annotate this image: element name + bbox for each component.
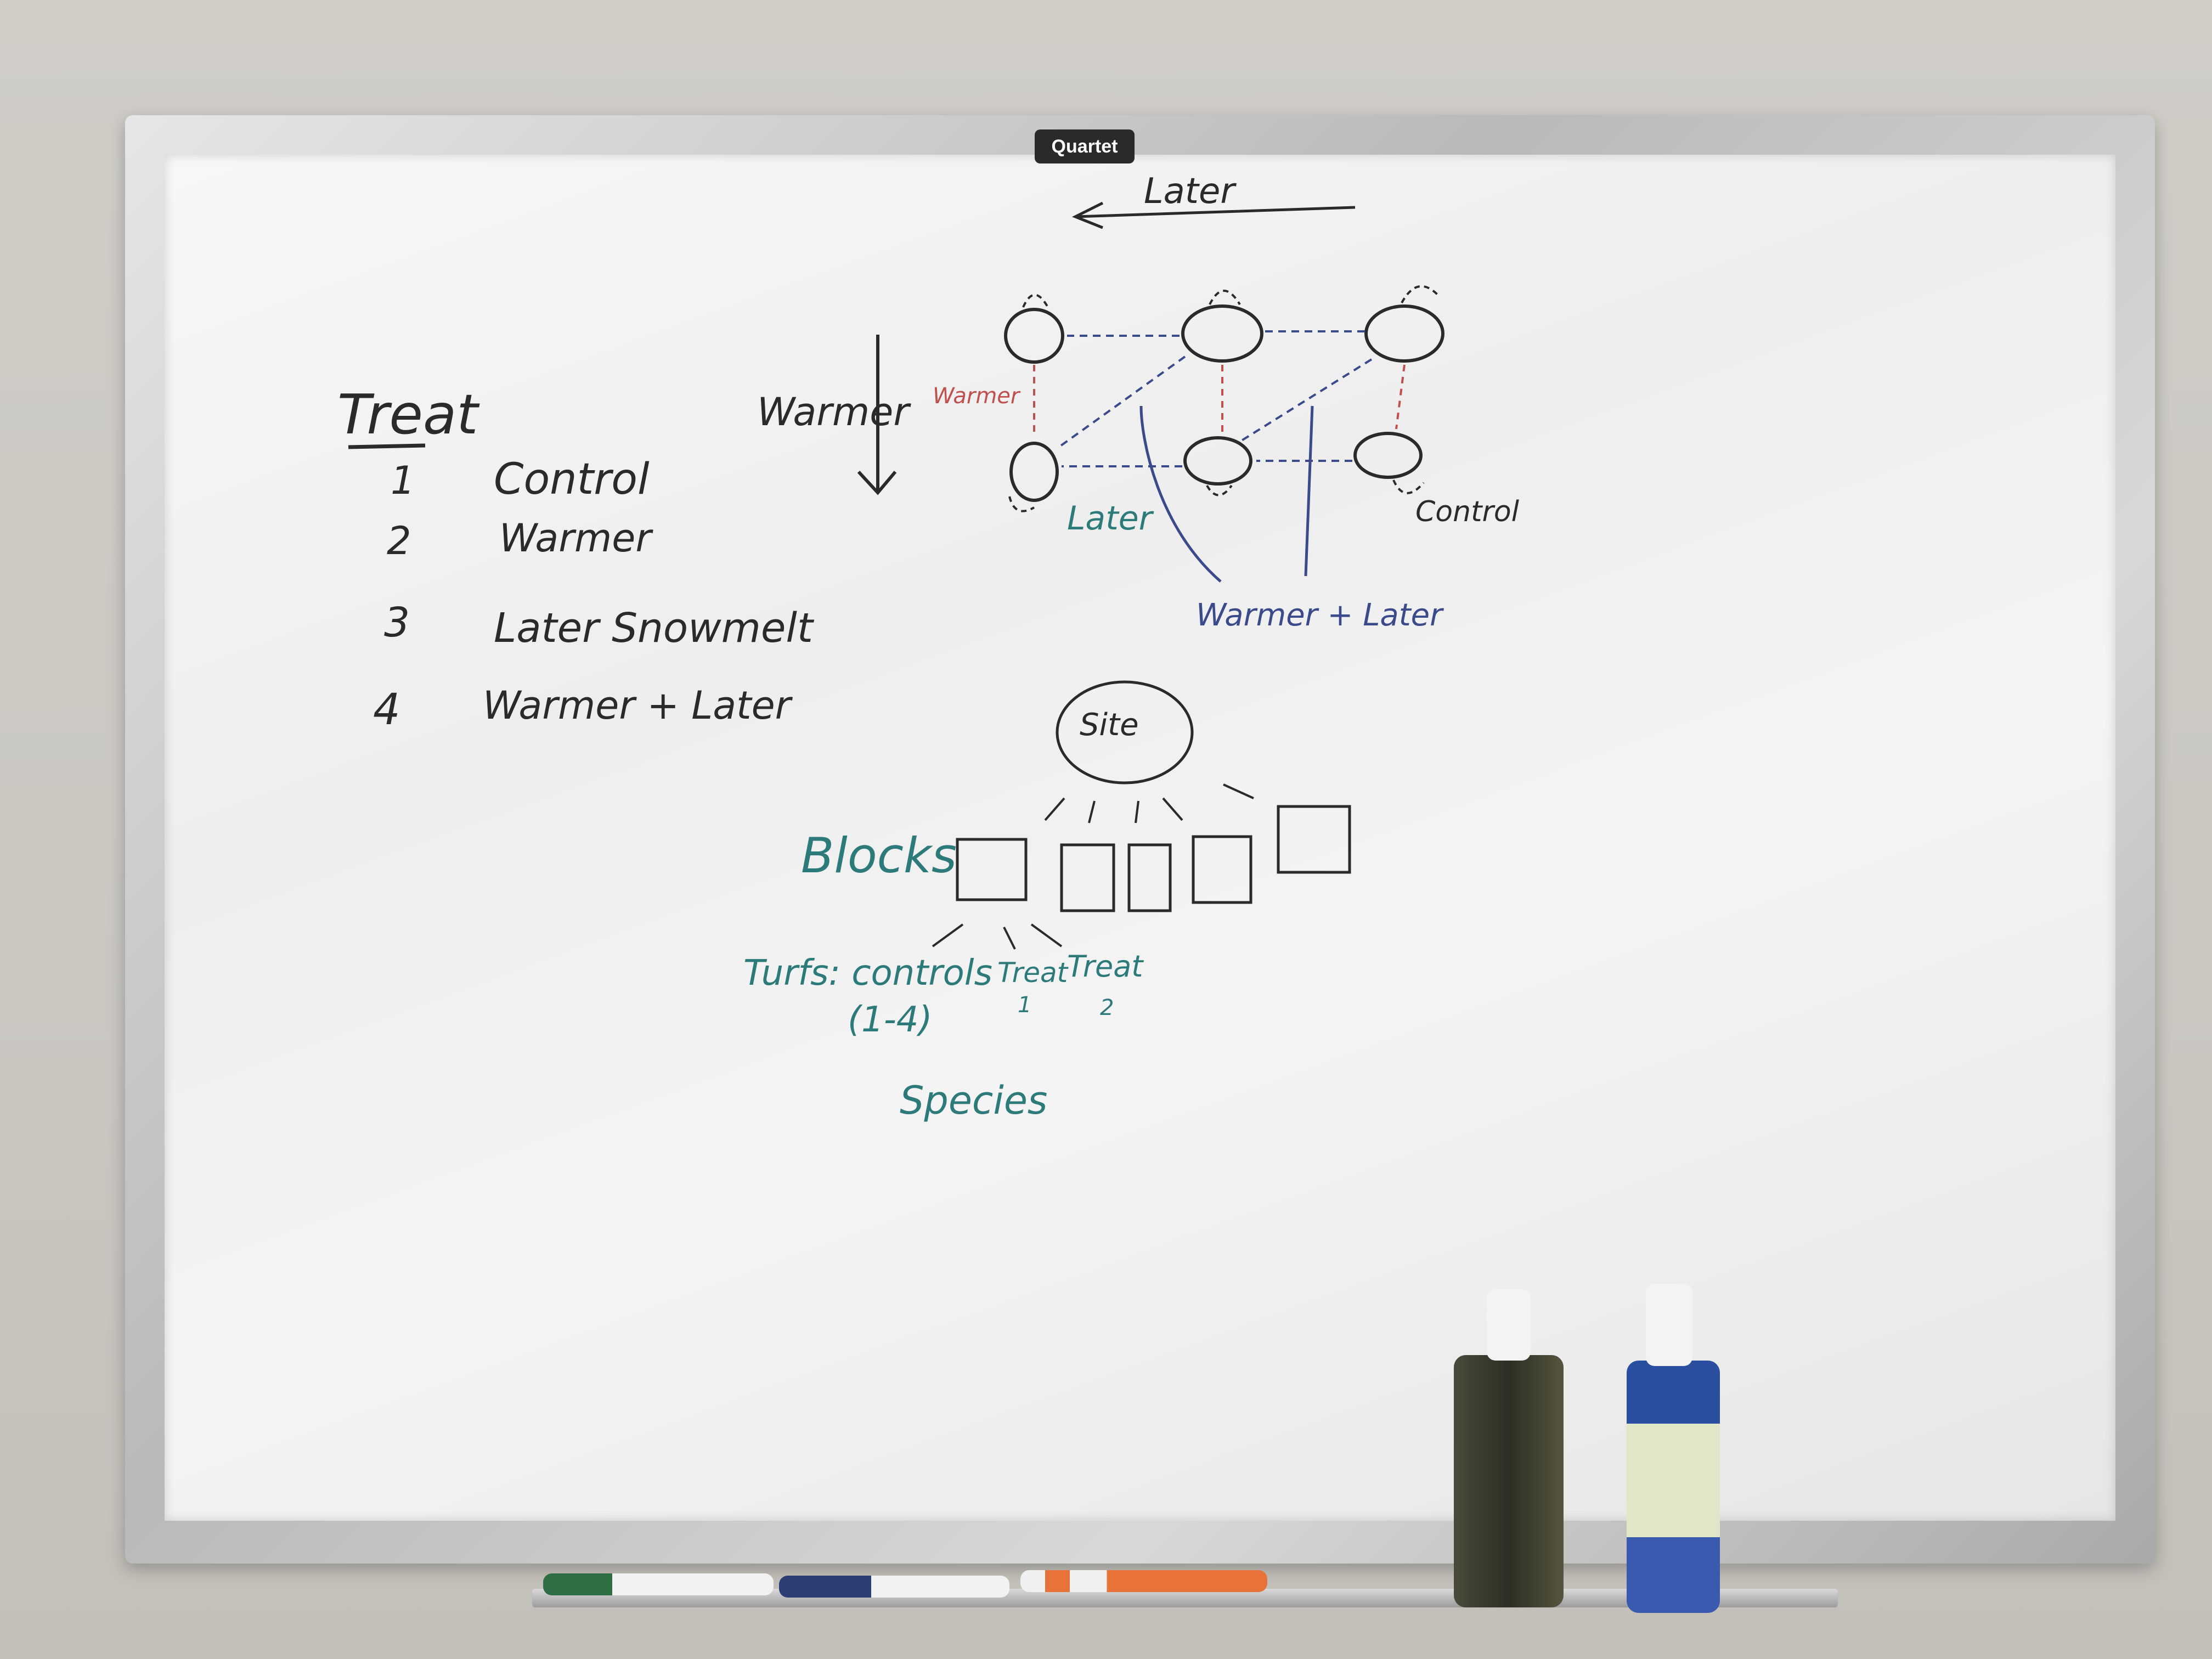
network-red-label: Warmer xyxy=(933,383,1021,409)
whiteboard-surface xyxy=(165,155,2115,1521)
blocks-label: Blocks xyxy=(801,827,957,884)
network-node-control-label: Control xyxy=(1415,495,1520,528)
node-top-middle xyxy=(1181,304,1263,363)
cleaner-bottle-blue xyxy=(1627,1361,1720,1613)
treat-label-3: Later Snowmelt xyxy=(494,605,815,652)
warmer-arrow: Warmer xyxy=(757,335,911,495)
turfs-range: (1-4) xyxy=(848,1000,932,1040)
green-marker[interactable] xyxy=(543,1573,774,1595)
node-bottom-right xyxy=(1353,432,1423,479)
species-label: Species xyxy=(900,1078,1047,1123)
treat-heading: Treat xyxy=(337,382,480,447)
block-square-1 xyxy=(956,838,1028,901)
treat-label-1: Control xyxy=(494,455,650,504)
cleaner-bottle-dark xyxy=(1454,1355,1564,1607)
site-label: Site xyxy=(1080,707,1139,743)
brand-logo: Quartet xyxy=(1035,129,1135,163)
treat-number-3: 3 xyxy=(384,599,410,646)
blue-marker[interactable] xyxy=(779,1576,1009,1598)
network-diagram: Warmer Later Control Warmer + Later xyxy=(933,285,1520,633)
treat2-number: 2 xyxy=(1100,995,1114,1020)
block-square-2 xyxy=(1060,843,1115,912)
treat-label-2: Warmer xyxy=(499,516,653,561)
node-bottom-left xyxy=(1009,442,1059,502)
orange-marker[interactable] xyxy=(1020,1570,1267,1592)
turfs-label: Turfs: controls xyxy=(743,953,992,994)
node-top-left xyxy=(1004,308,1064,364)
site-circle xyxy=(1056,680,1194,785)
treat-label-4: Warmer + Later xyxy=(483,683,793,728)
network-bottom-label: Warmer + Later xyxy=(1196,597,1444,633)
later-arrow: Later xyxy=(1071,171,1356,229)
treatment-list: Treat 1 Control 2 Warmer 3 Later Snowmel… xyxy=(337,382,815,735)
treat-number-4: 4 xyxy=(373,685,400,735)
spray-nozzle-dark xyxy=(1487,1289,1531,1361)
node-top-right xyxy=(1364,304,1444,363)
treat-number-1: 1 xyxy=(391,458,415,503)
block-square-5 xyxy=(1277,805,1351,874)
network-node-later-label: Later xyxy=(1067,499,1154,538)
block-square-4 xyxy=(1192,835,1252,904)
hierarchy-diagram: Site Blocks Turfs: controls (1-4) Treat … xyxy=(743,680,1351,1123)
later-arrow-label: Later xyxy=(1144,171,1237,212)
treat-number-2: 2 xyxy=(387,518,411,563)
treat2-label: Treat xyxy=(1067,949,1144,984)
treat1-number: 1 xyxy=(1018,992,1031,1018)
node-bottom-middle xyxy=(1183,436,1252,486)
warmer-arrow-label: Warmer xyxy=(757,390,911,435)
block-square-3 xyxy=(1127,843,1172,912)
treat-heading-underline xyxy=(348,443,426,449)
treat1-label: Treat xyxy=(997,957,1069,989)
spray-nozzle-blue xyxy=(1646,1284,1692,1366)
